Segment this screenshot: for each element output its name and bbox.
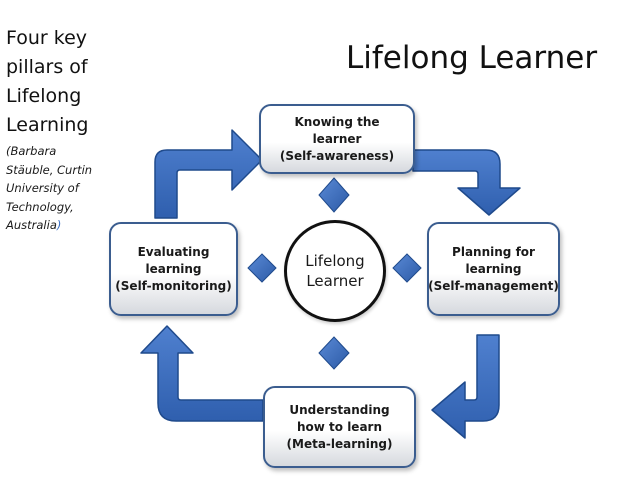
pillar-line: Planning for [452,244,535,259]
arrow-left-to-top [154,129,263,219]
pillar-line: (Self-monitoring) [115,278,232,293]
diamond-connector-right [392,253,422,283]
citation-last-line: Australia) [6,216,126,235]
citation-line: (Barbara [6,144,57,158]
diamond-connector-left [247,253,277,283]
pillar-line: Evaluating [137,244,210,259]
sidebar-line: Four key [6,27,88,49]
diamond-connector-bottom [318,336,350,370]
pillar-line: (Self-awareness) [279,148,395,163]
citation-line: Stäuble, Curtin [6,162,93,177]
pillar-top-box: Knowing the learner (Self-awareness) [259,104,415,174]
center-line: Lifelong [305,252,365,270]
pillar-line: learner [312,131,362,146]
citation-line: Technology, [6,199,74,214]
sidebar-line: Learning [6,114,89,136]
sidebar-caption: Four key pillars of Lifelong Learning (B… [6,24,126,235]
citation-line: University of [6,181,79,195]
arrow-bottom-to-left [140,325,264,422]
citation-close-paren: ) [56,218,62,232]
pillar-bottom-box: Understanding how to learn (Meta-learnin… [263,386,416,468]
sidebar-line: Lifelong [6,85,82,107]
pillar-line: how to learn [296,419,383,434]
page-title: Lifelong Learner [346,40,598,76]
pillar-line: learning [465,261,522,276]
arrow-right-to-bottom [431,334,500,439]
arrow-top-to-right [412,149,521,216]
pillar-line: Knowing the [294,114,380,129]
center-line: Learner [306,272,364,290]
center-circle: Lifelong Learner [284,220,386,322]
pillar-line: Understanding [289,402,390,417]
pillar-left-box: Evaluating learning (Self-monitoring) [109,222,238,316]
citation-line: Australia [6,218,57,232]
pillar-line: (Self-management) [428,278,559,293]
diamond-connector-top [318,177,350,213]
pillar-line: (Meta-learning) [286,436,393,451]
sidebar-line: pillars of [6,56,88,78]
pillar-right-box: Planning for learning (Self-management) [427,222,560,316]
pillar-line: learning [145,261,202,276]
citation: (Barbara Stäuble, Curtin University of T… [6,142,126,235]
